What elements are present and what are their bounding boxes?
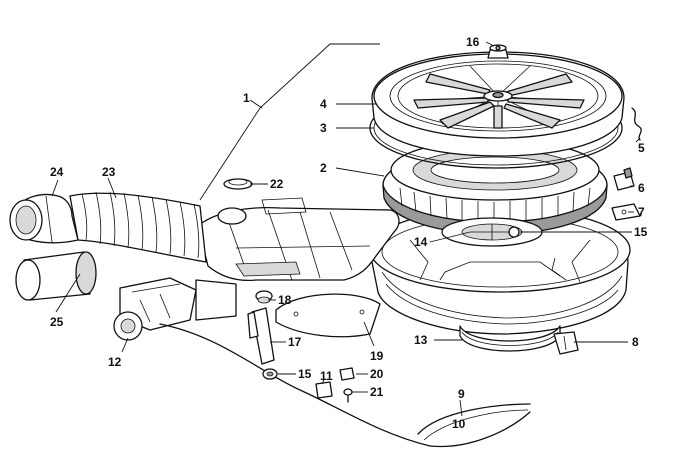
callout-14: 14	[414, 235, 428, 249]
callout-15-upper: 15	[634, 225, 648, 239]
callout-11: 11	[320, 369, 333, 383]
callout-labels: 1 2 3 4 5 6 7 8 9 10 11 12 13 14 15 15 1…	[50, 35, 648, 431]
bellows-hose	[69, 191, 207, 263]
filter-element	[382, 139, 608, 235]
callout-3: 3	[320, 121, 327, 135]
callout-20: 20	[370, 367, 384, 381]
callout-8: 8	[632, 335, 639, 349]
callout-6: 6	[638, 181, 645, 195]
screw-21	[343, 388, 353, 403]
callout-18: 18	[278, 293, 292, 307]
cover-plate-19	[275, 293, 381, 338]
clip-20	[339, 367, 355, 381]
wing-nut	[487, 44, 509, 59]
callout-19: 19	[370, 349, 384, 363]
bushing-18	[255, 290, 273, 304]
callout-7: 7	[638, 205, 645, 219]
callout-4: 4	[320, 97, 327, 111]
callout-9: 9	[458, 387, 465, 401]
leader-lines	[51, 41, 641, 417]
callout-5: 5	[638, 141, 645, 155]
mounting-bracket-17	[247, 307, 275, 365]
sensor	[613, 167, 635, 191]
callout-24: 24	[50, 165, 64, 179]
thermostat-valve	[113, 277, 237, 341]
nut-15	[262, 368, 278, 380]
callout-21: 21	[370, 385, 384, 399]
callout-10: 10	[452, 417, 466, 431]
callout-12: 12	[108, 355, 122, 369]
callout-25: 25	[50, 315, 64, 329]
callout-13: 13	[414, 333, 428, 347]
callout-15-lower: 15	[298, 367, 312, 381]
pipe-sleeve	[15, 251, 97, 301]
intake-snorkel	[197, 197, 400, 282]
callout-16: 16	[466, 35, 480, 49]
vacuum-hoses	[159, 323, 531, 448]
callout-1: 1	[243, 91, 250, 105]
clip-11	[315, 381, 333, 399]
bracket-7	[611, 203, 641, 221]
callout-2: 2	[320, 161, 327, 175]
mounting-plate	[441, 217, 543, 247]
callout-22: 22	[270, 177, 284, 191]
callout-17: 17	[288, 335, 302, 349]
air-cleaner-cover	[371, 51, 625, 157]
intake-elbow	[9, 193, 79, 244]
callout-23: 23	[102, 165, 116, 179]
spring-clip	[631, 107, 642, 141]
bracket-8	[553, 331, 579, 355]
grommet	[223, 178, 253, 190]
